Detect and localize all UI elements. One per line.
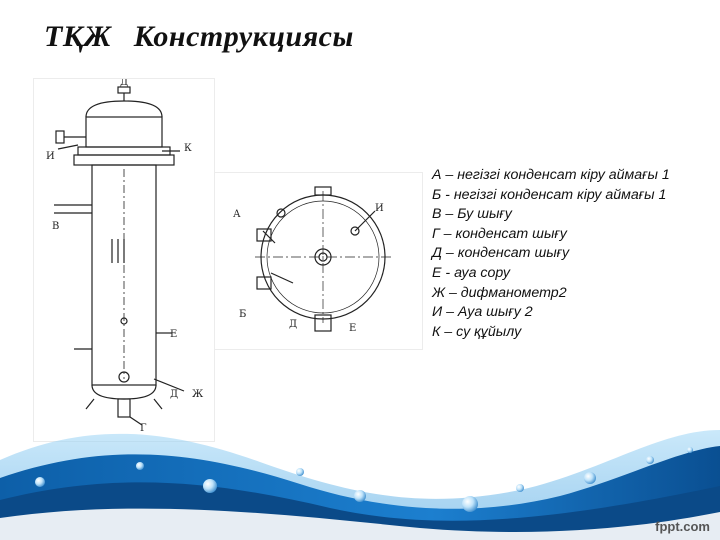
legend-item-v: В – Бу шығу (432, 206, 512, 223)
title-abbreviation: ТҚЖ (44, 20, 112, 53)
nozzle-D (314, 314, 332, 332)
upper-tube-sheet (73, 154, 175, 166)
bottom-dome (91, 384, 157, 400)
label-G: Г (140, 423, 147, 434)
upper-flange (77, 146, 171, 156)
cross-section-svg: А И Б Д Е (233, 186, 391, 334)
legend-item-e: Е - ауа сору (432, 264, 510, 281)
vertical-apparatus-svg: Д И К В Е Ж Д Г (46, 77, 204, 434)
label-K: К (184, 143, 192, 154)
label-E: Е (170, 329, 177, 340)
legend-item-a: А – негізгі конденсат кіру аймағы 1 (432, 167, 670, 183)
label-A: А (233, 209, 241, 220)
nozzle-B (256, 276, 272, 290)
label-E-section: Е (349, 323, 356, 334)
legend: А – негізгі конденсат кіру аймағы 1 Б - … (432, 166, 718, 342)
legend-item-d: Д – конденсат шығу (432, 245, 570, 262)
water-wave-decoration (0, 430, 720, 540)
label-D-section: Д (289, 319, 297, 330)
legend-item-i: И – Ауа шығу 2 (432, 304, 533, 321)
vertical-apparatus-drawing: Д И К В Е Ж Д Г (33, 77, 215, 442)
label-D-top: Д (120, 79, 128, 88)
legend-item-g: Г – конденсат шығу (432, 225, 567, 242)
top-dome (85, 100, 163, 118)
label-Zh: Ж (192, 389, 204, 400)
label-D-bottom: Д (170, 389, 178, 400)
watermark-fppt: fppt.com (655, 519, 710, 534)
legend-item-zh: Ж – дифманометр2 (432, 284, 567, 301)
legend-item-b: Б - негізгі конденсат кіру аймағы 1 (432, 186, 667, 203)
nozzle-A (256, 228, 272, 242)
main-shell (91, 164, 157, 386)
title-main: Конструкциясы (133, 20, 354, 53)
top-chamber (85, 116, 163, 148)
label-I: И (46, 151, 55, 162)
legend-item-k: К – су құйылу (432, 323, 522, 340)
cross-section-drawing: А И Б Д Е (214, 172, 423, 350)
label-B: Б (239, 309, 246, 320)
label-V: В (52, 221, 59, 232)
nozzle-top (314, 186, 332, 196)
label-I-section: И (375, 203, 384, 214)
slide-title: ТҚЖ Конструкциясы (44, 20, 354, 54)
